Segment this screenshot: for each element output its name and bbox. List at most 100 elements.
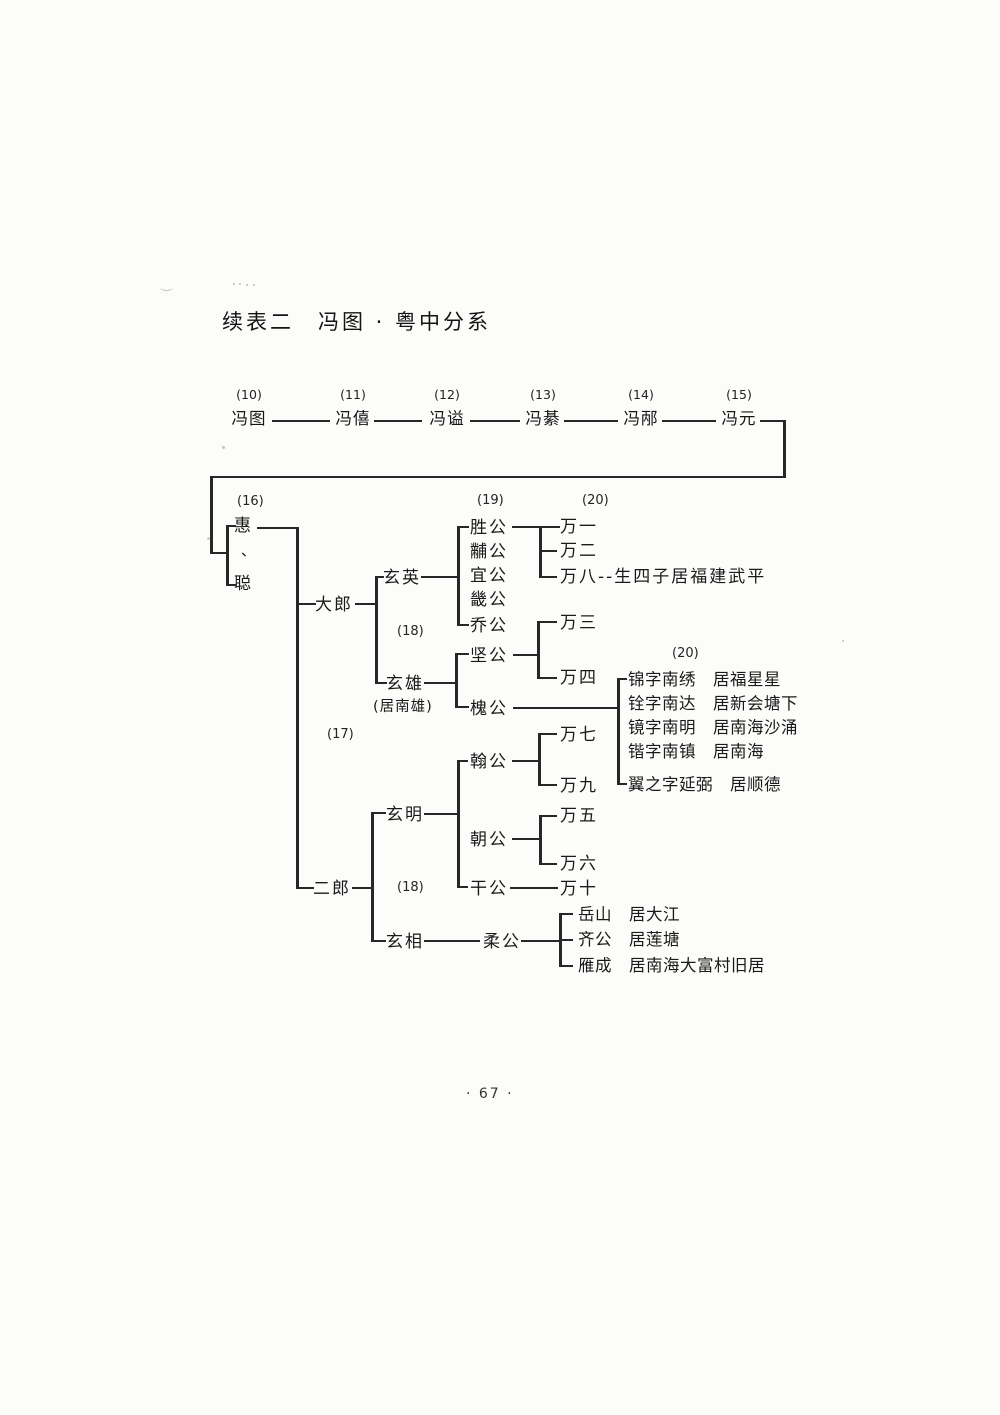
connector-line	[617, 678, 620, 785]
connector-line	[559, 965, 573, 967]
descendant-kai: 锴字南镇 居南海	[628, 742, 764, 761]
connector-line	[760, 420, 785, 422]
generation-label: (13)	[530, 387, 556, 402]
connector-line	[296, 887, 314, 889]
descendant-yancheng: 雁成 居南海大富村旧居	[578, 956, 765, 975]
person-huaigong: 槐公	[470, 699, 508, 719]
person-xuanying: 玄英	[383, 568, 421, 588]
person-xuanming: 玄明	[386, 805, 424, 825]
connector-line	[455, 706, 469, 708]
person-yigong: 宜公	[470, 566, 508, 586]
descendant-qigong: 齐公 居莲塘	[578, 930, 680, 949]
scan-artifact	[239, 283, 241, 285]
connector-line	[617, 783, 627, 785]
connector-line	[226, 584, 236, 586]
connector-line	[457, 526, 469, 528]
connector-line	[352, 887, 371, 889]
ancestor-name: 冯邴	[623, 409, 659, 428]
person-fugong: 黼公	[470, 542, 508, 562]
connector-line	[513, 654, 537, 656]
connector-line	[355, 603, 375, 605]
generation-label: (14)	[628, 387, 654, 402]
connector-line	[226, 525, 236, 527]
connector-line	[455, 653, 469, 655]
connector-line	[424, 813, 457, 815]
person-shenggong: 胜公	[470, 518, 508, 538]
connector-line	[564, 420, 618, 422]
ancestor-node: (10) 冯图	[226, 387, 272, 429]
scan-artifact	[207, 537, 210, 540]
person-xuanxiang: 玄相	[386, 932, 424, 952]
connector-line	[537, 621, 557, 623]
person-wanwu: 万五	[560, 806, 598, 826]
person-qiaogong: 乔公	[470, 616, 508, 636]
connector-line	[457, 624, 469, 626]
connector-line	[539, 863, 557, 865]
person-wansi: 万四	[560, 668, 598, 688]
connector-line	[257, 527, 296, 529]
connector-line	[539, 815, 542, 865]
connector-line	[539, 815, 557, 817]
ancestor-name: 冯图	[231, 409, 267, 428]
ancestor-node: (11) 冯僖	[330, 387, 376, 429]
person-wansan: 万三	[560, 613, 598, 633]
connector-line	[783, 420, 786, 478]
generation-label: (12)	[434, 387, 460, 402]
generation-label: (10)	[236, 387, 262, 402]
ancestor-node: (12) 冯谥	[424, 387, 470, 429]
connector-line	[538, 784, 557, 786]
person-wanqi: 万七	[560, 725, 598, 745]
scan-artifact	[246, 284, 248, 286]
person-wanyi: 万一	[560, 517, 598, 537]
connector-line	[538, 733, 541, 786]
connector-line	[457, 760, 460, 888]
connector-line	[457, 760, 468, 762]
connector-line	[539, 526, 542, 578]
ancestor-name: 冯谥	[429, 409, 465, 428]
person-hui: 惠	[234, 516, 253, 536]
connector-line	[421, 576, 457, 578]
scan-artifact	[222, 446, 225, 449]
connector-line	[617, 678, 627, 680]
name-separator: 、	[241, 544, 257, 560]
gen18-label-upper: (18)	[397, 624, 424, 639]
generation-label: (11)	[340, 387, 366, 402]
person-xuanxiong: 玄雄	[386, 674, 424, 694]
descendant-quan: 铨字南达 居新会塘下	[628, 694, 798, 713]
connector-line	[539, 576, 557, 578]
connector-line	[371, 812, 374, 942]
person-chaogong: 朝公	[470, 830, 508, 850]
connector-line	[455, 653, 458, 708]
person-wanba-note: 万八--生四子居福建武平	[560, 567, 767, 587]
scan-artifact	[233, 283, 235, 285]
connector-line	[272, 420, 330, 422]
connector-line	[424, 940, 480, 942]
descendant-yizhi: 翼之字延弼 居顺德	[628, 775, 781, 794]
connector-line	[662, 420, 716, 422]
descendant-jing: 镜字南明 居南海沙涌	[628, 718, 798, 737]
connector-line	[457, 886, 468, 888]
connector-line	[539, 550, 557, 552]
connector-line	[210, 552, 228, 554]
connector-line	[371, 940, 386, 942]
person-wanliu: 万六	[560, 854, 598, 874]
descendant-yueshan: 岳山 居大江	[578, 905, 680, 924]
connector-line	[296, 527, 299, 889]
descendant-jin: 锦字南绣 居福星星	[628, 670, 781, 689]
ancestor-node: (15) 冯元	[716, 387, 762, 429]
person-dalang: 大郎	[315, 595, 353, 615]
connector-line	[226, 525, 229, 586]
connector-line	[424, 682, 455, 684]
ancestor-name: 冯僖	[335, 409, 371, 428]
connector-line	[512, 526, 560, 528]
connector-line	[510, 887, 558, 889]
gen19-label: (19)	[477, 493, 504, 508]
ancestor-node: (13) 冯綦	[520, 387, 566, 429]
gen20-label-mid: (20)	[672, 646, 699, 661]
connector-line	[559, 913, 573, 915]
connector-line	[375, 682, 387, 684]
page-title: 续表二 冯图 · 粤中分系	[222, 310, 492, 334]
gen20-label-upper: (20)	[582, 493, 609, 508]
scan-artifact	[842, 640, 844, 642]
